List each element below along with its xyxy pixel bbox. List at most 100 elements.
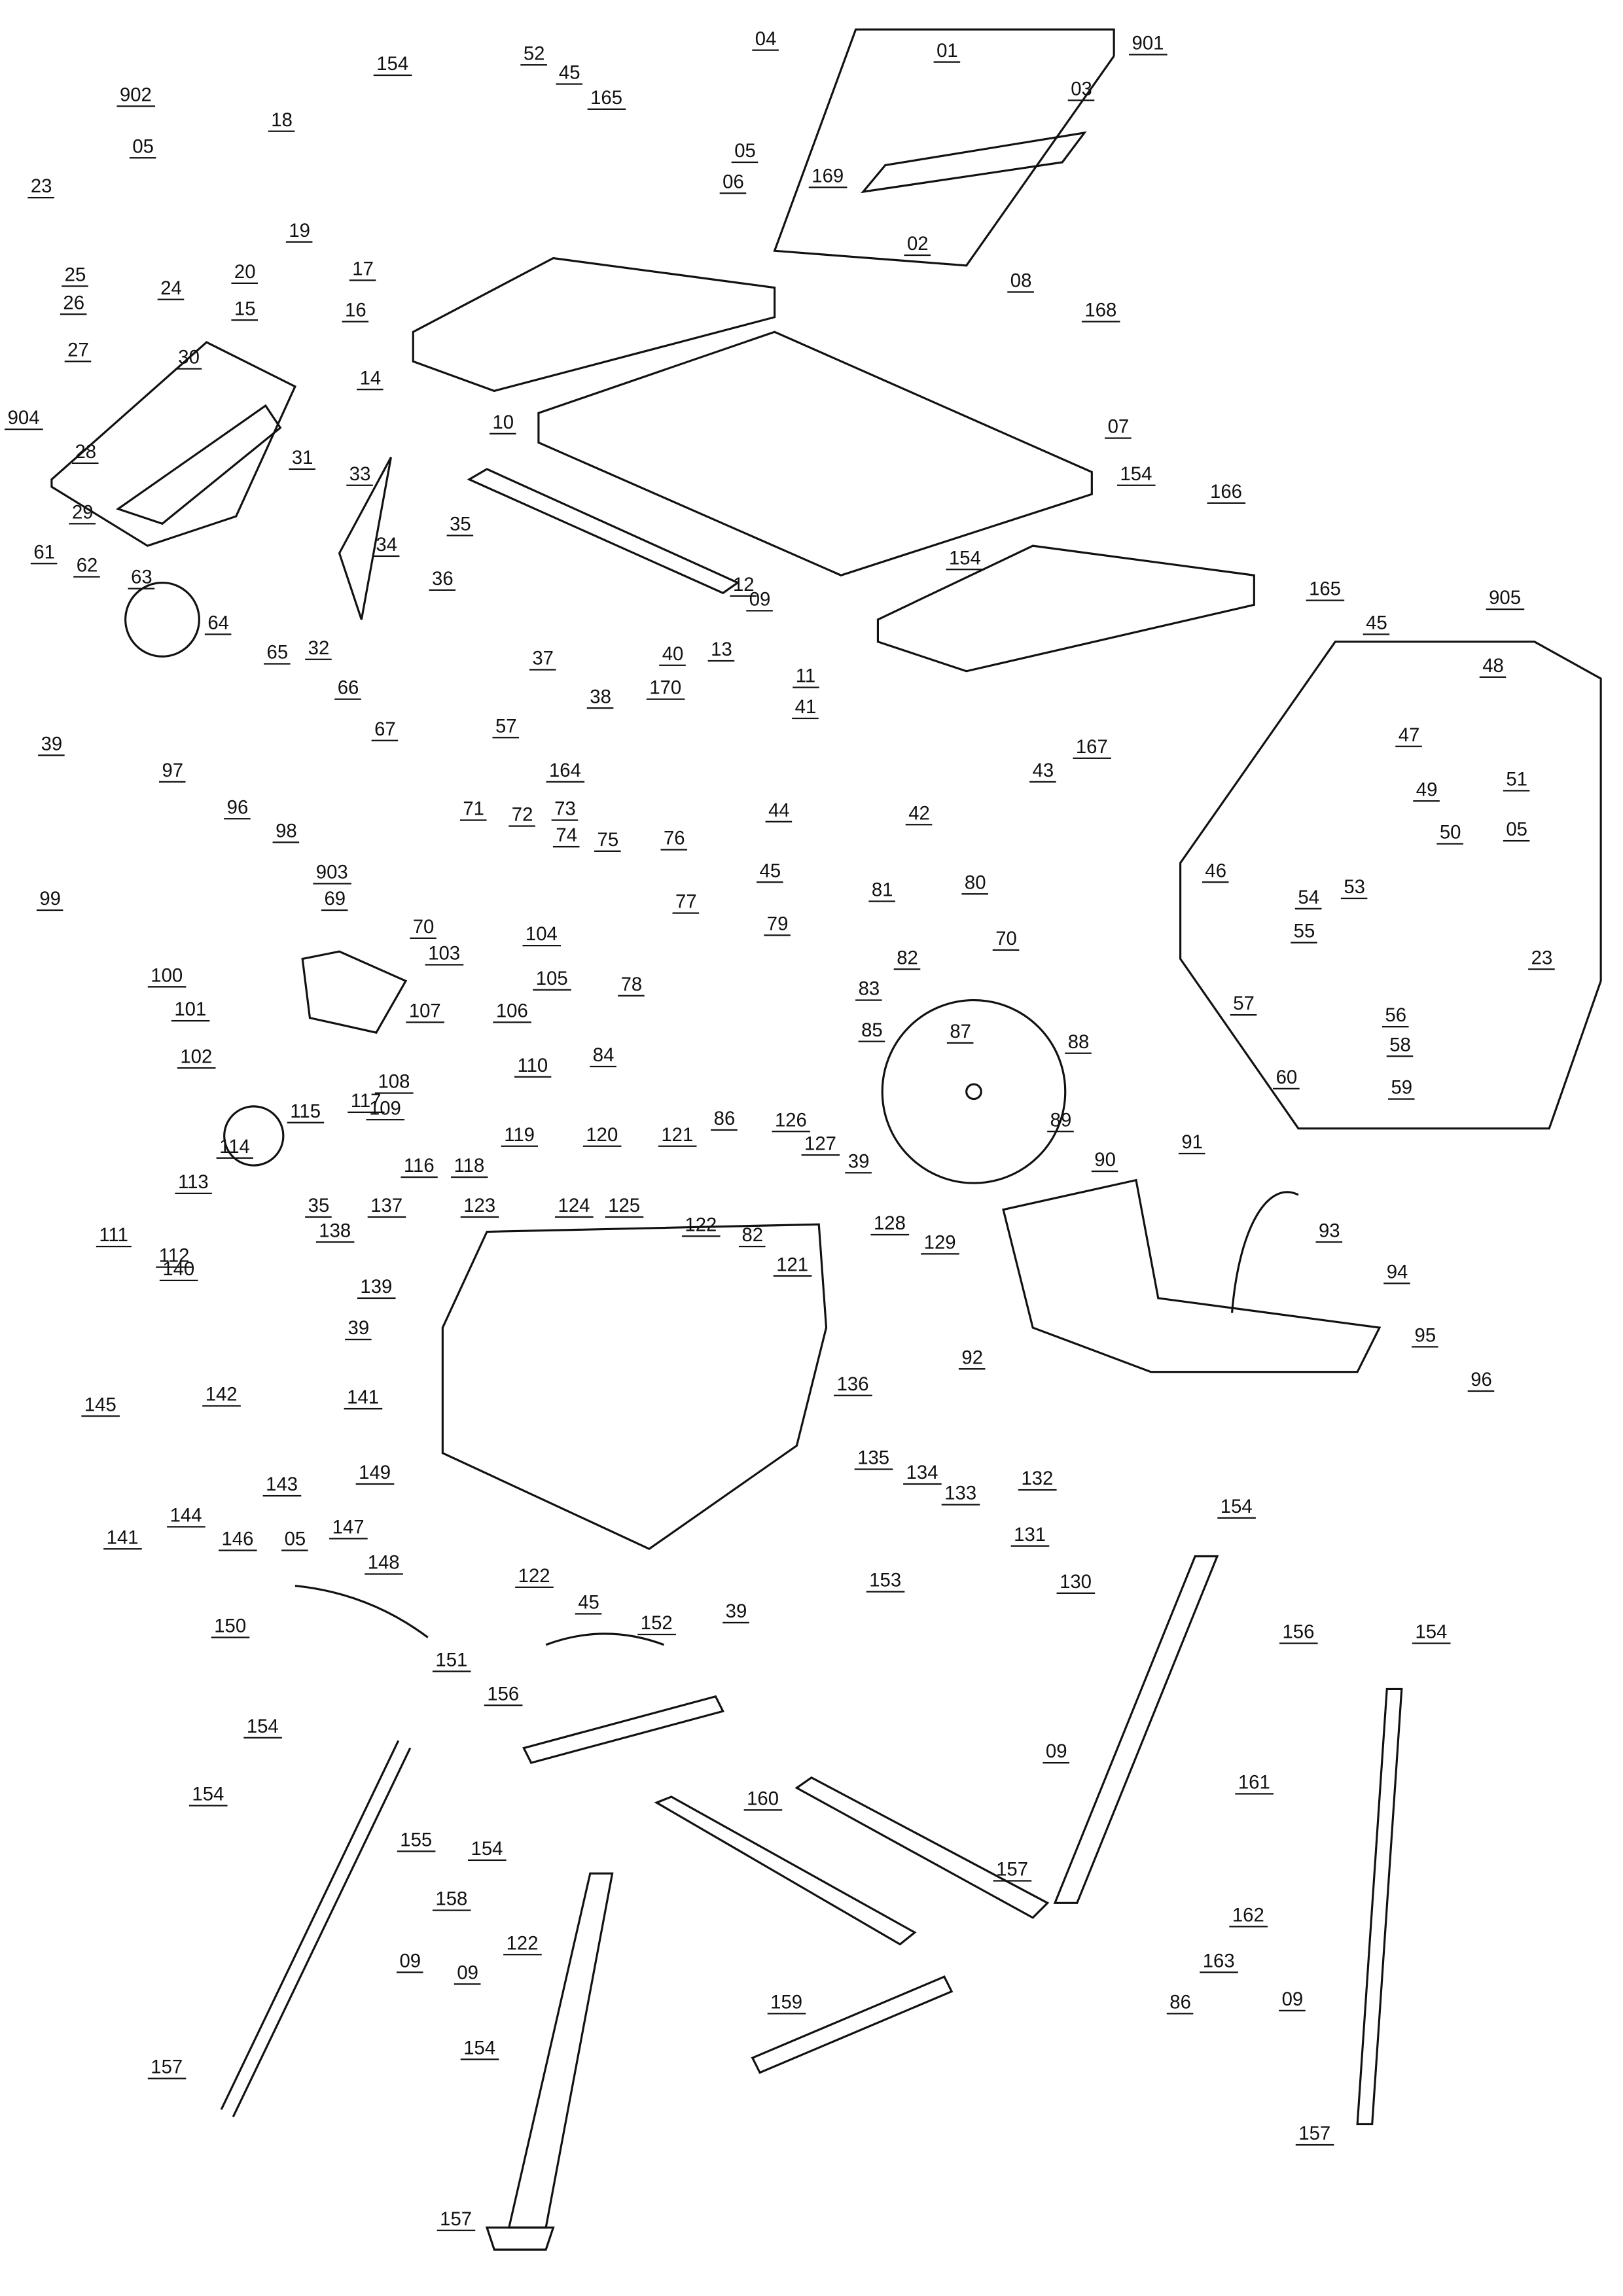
part-callout: 133 [941,1483,980,1506]
part-callout: 86 [1166,1992,1194,2015]
angle-indicator-152 [545,1633,665,1646]
part-callout: 159 [767,1992,806,2015]
part-callout: 52 [520,43,548,66]
part-callout: 138 [315,1220,354,1243]
part-callout: 127 [801,1133,840,1156]
part-callout: 114 [216,1136,253,1159]
part-callout: 63 [128,567,156,590]
part-callout: 15 [231,298,259,321]
group-901-frame [773,28,1115,267]
part-callout: 154 [1217,1496,1256,1519]
leg-right-back [1053,1555,1219,1904]
part-callout: 09 [1043,1740,1071,1764]
part-callout: 156 [484,1683,522,1706]
part-callout: 39 [722,1600,750,1624]
part-callout: 105 [533,968,571,991]
throat-plate [861,131,1087,194]
part-callout: 135 [854,1447,893,1470]
dust-hose [1230,1191,1299,1313]
part-callout: 124 [555,1195,593,1218]
part-callout: 136 [834,1373,872,1396]
part-callout: 28 [71,441,99,465]
part-callout: 17 [349,258,377,281]
part-callout: 153 [866,1570,904,1593]
part-callout: 34 [372,534,401,557]
part-callout: 106 [493,1000,531,1023]
part-callout: 145 [81,1394,120,1417]
part-callout: 148 [365,1552,403,1575]
part-callout: 165 [587,87,626,110]
part-callout: 51 [1503,769,1531,792]
part-callout: 05 [129,135,157,159]
part-callout: 126 [772,1109,810,1133]
part-callout: 90 [1091,1149,1119,1173]
part-callout: 62 [73,555,101,578]
part-callout: 95 [1412,1325,1439,1348]
riving-knife [338,457,392,620]
part-callout: 05 [281,1528,309,1551]
left-extension-table [412,256,776,393]
part-callout: 43 [1029,760,1057,783]
part-callout: 46 [1202,860,1230,883]
mitre-gauge [115,404,282,525]
part-callout: 119 [501,1124,538,1147]
part-callout: 93 [1315,1220,1344,1243]
part-callout: 35 [305,1195,332,1218]
group-904-frame [50,341,296,547]
part-callout: 09 [454,1962,482,1985]
part-callout: 901 [1129,33,1167,56]
part-callout: 107 [406,1000,444,1023]
part-callout: 23 [1528,947,1556,970]
blade-guard [1002,1178,1382,1373]
part-callout: 45 [757,860,784,883]
part-callout: 129 [921,1232,959,1255]
part-callout: 121 [658,1124,696,1147]
part-callout: 91 [1178,1131,1206,1155]
part-callout: 09 [396,1950,424,1973]
leg-center [507,1872,614,2229]
part-callout: 59 [1387,1077,1416,1100]
part-callout: 38 [586,686,615,709]
part-callout: 104 [522,923,561,947]
part-callout: 97 [158,760,187,783]
part-callout: 09 [746,589,774,612]
part-callout: 13 [707,639,736,662]
foot-157 [485,2226,555,2251]
motor-housing [301,950,408,1034]
part-callout: 130 [1056,1571,1095,1594]
part-callout: 40 [659,643,687,666]
part-callout: 903 [313,862,351,885]
part-callout: 82 [738,1224,766,1248]
part-callout: 84 [590,1044,617,1068]
part-callout: 81 [868,879,897,902]
part-callout: 109 [366,1097,404,1121]
part-callout: 154 [243,1716,282,1739]
part-callout: 45 [575,1592,603,1615]
blade-arbor [965,1083,982,1101]
part-callout: 58 [1386,1034,1414,1057]
part-callout: 50 [1436,822,1464,845]
part-callout: 41 [792,696,819,720]
part-callout: 111 [96,1224,132,1248]
part-callout: 163 [1200,1950,1238,1973]
part-callout: 85 [858,1019,886,1042]
part-callout: 112 [156,1245,192,1268]
part-callout: 80 [961,872,990,895]
part-callout: 45 [1363,612,1391,635]
part-callout: 128 [870,1212,909,1236]
part-callout: 30 [175,347,203,370]
part-callout: 56 [1382,1004,1410,1028]
part-callout: 161 [1235,1772,1274,1795]
part-callout: 18 [268,109,296,132]
part-callout: 19 [285,220,313,243]
part-callout: 69 [321,888,349,911]
part-callout: 70 [410,916,437,939]
part-callout: 01 [933,40,961,63]
part-callout: 157 [1295,2123,1334,2146]
part-callout: 115 [287,1101,324,1123]
part-callout: 05 [1503,819,1531,842]
part-callout: 29 [69,502,97,525]
part-callout: 57 [1230,993,1258,1016]
part-callout: 86 [711,1108,738,1131]
